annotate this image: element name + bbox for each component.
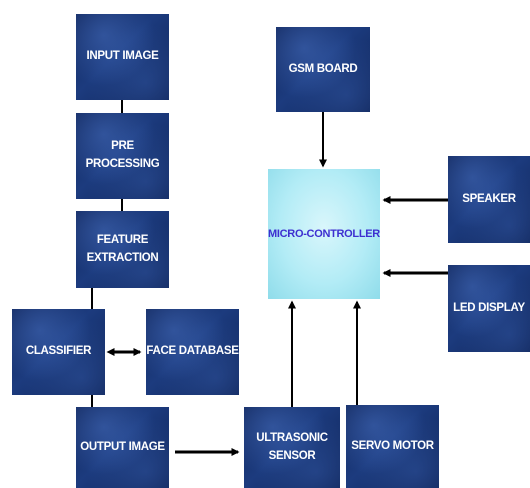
pre-processing-block: PRE PROCESSING — [76, 113, 169, 199]
ultrasonic-sensor-block: ULTRASONIC SENSOR — [244, 407, 340, 488]
input-image-block: INPUT IMAGE — [76, 14, 169, 100]
led-display-block: LED DISPLAY — [448, 265, 530, 352]
face-database-block: FACE DATABASE — [146, 309, 239, 395]
input-image-label: INPUT IMAGE — [86, 50, 159, 63]
feature-extraction-block: FEATURE EXTRACTION — [76, 211, 169, 288]
pre-processing-label: PRE PROCESSING — [85, 140, 160, 170]
micro-controller-block: MICRO-CONTROLLER — [268, 169, 380, 299]
servo-motor-block: SERVO MOTOR — [346, 405, 439, 488]
classifier-label: CLASSIFIER — [25, 345, 92, 358]
micro-controller-label: MICRO-CONTROLLER — [268, 228, 380, 240]
gsm-board-label: GSM BOARD — [288, 62, 358, 75]
output-image-label: OUTPUT IMAGE — [80, 440, 165, 453]
gsm-board-block: GSM BOARD — [276, 27, 370, 112]
speaker-label: SPEAKER — [462, 192, 516, 205]
feature-extraction-label-line1: FEATURE — [96, 233, 149, 246]
face-database-label: FACE DATABASE — [146, 345, 239, 358]
led-display-label: LED DISPLAY — [453, 301, 525, 314]
feature-extraction-label-line2: EXTRACTION — [86, 251, 159, 264]
classifier-block: CLASSIFIER — [12, 309, 105, 395]
servo-motor-label: SERVO MOTOR — [351, 439, 434, 452]
output-image-block: OUTPUT IMAGE — [76, 407, 169, 488]
speaker-block: SPEAKER — [448, 156, 530, 243]
ultrasonic-sensor-label: ULTRASONIC SENSOR — [256, 431, 328, 462]
